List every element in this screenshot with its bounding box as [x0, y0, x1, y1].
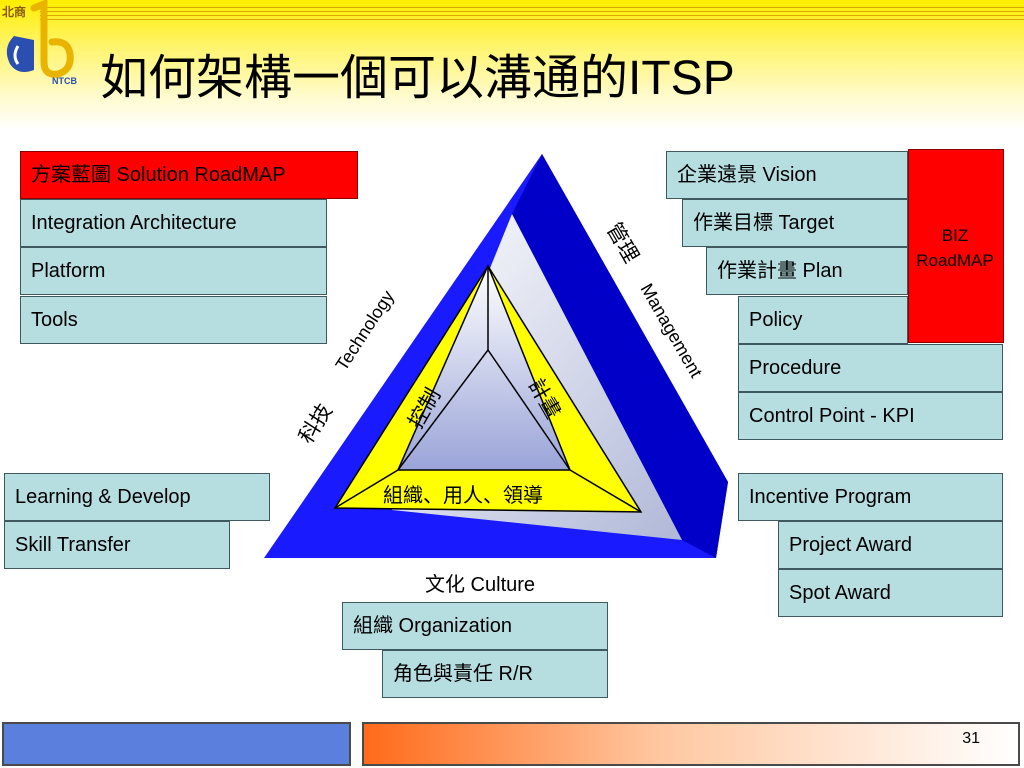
- triangle-core: [396, 264, 572, 471]
- integration-architecture-box: Integration Architecture: [20, 199, 327, 247]
- roles-responsibilities-box: 角色與責任 R/R: [382, 650, 608, 698]
- biz-roadmap-line1: BIZ: [941, 226, 969, 245]
- header-rule: [40, 15, 1024, 16]
- spot-award-box: Spot Award: [778, 569, 1003, 617]
- triangle-right-face-shadow: [512, 154, 728, 558]
- incentive-program-box: Incentive Program: [738, 473, 1003, 521]
- policy-box: Policy: [738, 296, 908, 344]
- header-rule: [40, 19, 1024, 20]
- procedure-box: Procedure: [738, 344, 1003, 392]
- ntcb-logo: 北商 NTCB: [2, 0, 77, 86]
- logo-text-top: 北商: [2, 4, 26, 19]
- triangle-inner-lines: [334, 469, 399, 509]
- learning-develop-box: Learning & Develop: [4, 473, 270, 521]
- slide-title-cjk: 如何架構一個可以溝通的: [100, 50, 629, 106]
- biz-roadmap-label: BIZ RoadMAP: [900, 223, 1010, 273]
- triangle-inner-lines: [487, 349, 571, 471]
- target-box: 作業目標 Target: [682, 199, 908, 247]
- plan-box: 作業計畫 Plan: [706, 247, 908, 295]
- solution-roadmap-box: 方案藍圖 Solution RoadMAP: [20, 151, 358, 199]
- tools-box: Tools: [20, 296, 327, 344]
- footer-bar-left: [2, 722, 351, 766]
- slide-title-itsp: ITSP: [628, 52, 735, 105]
- platform-box: Platform: [20, 247, 327, 295]
- page-number: 31: [962, 730, 980, 747]
- technology-label-cn: 科技: [294, 399, 337, 447]
- header-rule: [40, 7, 1024, 8]
- organize-lead-label: 組織、用人、領導: [383, 483, 543, 507]
- triangle-inner-lines: [569, 469, 642, 513]
- header-rule: [40, 11, 1024, 12]
- header-background: [0, 0, 1024, 130]
- biz-roadmap-line2: RoadMAP: [916, 251, 994, 270]
- biz-roadmap-box: [908, 149, 1004, 343]
- project-award-box: Project Award: [778, 521, 1003, 569]
- culture-label: 文化 Culture: [425, 574, 536, 596]
- logo-text-bottom: NTCB: [52, 76, 77, 86]
- slide-title: 如何架構一個可以溝通的ITSP: [100, 38, 735, 108]
- management-label-cn: 管理: [602, 219, 644, 267]
- skill-transfer-box: Skill Transfer: [4, 521, 230, 569]
- footer-bar-right: [362, 722, 1020, 766]
- organization-box: 組織 Organization: [342, 602, 608, 650]
- control-point-kpi-box: Control Point - KPI: [738, 392, 1003, 440]
- vision-box: 企業遠景 Vision: [666, 151, 908, 199]
- technology-label-en: Technology: [332, 287, 398, 374]
